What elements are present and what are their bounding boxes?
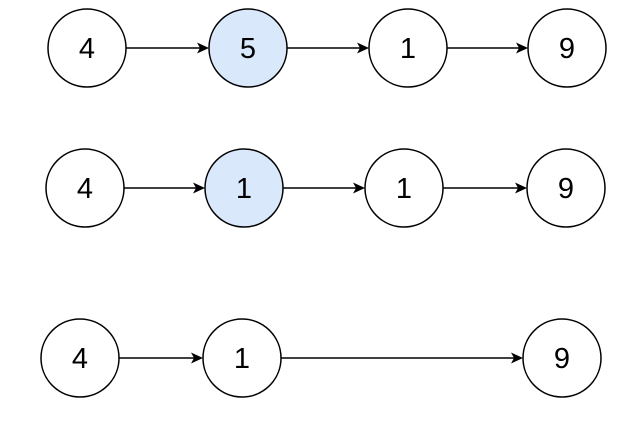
node-circle [202,318,282,398]
node-circle [40,318,120,398]
node-circle [364,148,444,228]
node-circle [527,8,607,88]
node-label: 1 [396,173,412,205]
arrowhead-icon [191,352,203,364]
arrowhead-icon [357,42,369,54]
node-circle [368,8,448,88]
node-label: 4 [79,33,95,65]
node-label: 1 [400,33,416,65]
node-label: 1 [234,343,250,375]
arrowhead-icon [511,352,523,364]
list-node: 9 [527,8,607,88]
list-node: 9 [522,318,602,398]
node-label: 4 [77,173,93,205]
node-circle [47,8,127,88]
node-circle-highlighted [208,8,288,88]
node-label: 9 [559,33,575,65]
node-label: 4 [72,343,88,375]
list-node: 1 [364,148,444,228]
list-node: 4 [40,318,120,398]
node-circle [522,318,602,398]
list-node: 1 [202,318,282,398]
list-node: 9 [526,148,606,228]
arrowhead-icon [353,182,365,194]
list-node: 1 [204,148,284,228]
list-node: 5 [208,8,288,88]
node-circle [526,148,606,228]
node-circle-highlighted [204,148,284,228]
list-row: 4 1 9 [40,318,602,398]
node-label: 1 [236,173,252,205]
list-row: 4 5 1 9 [47,8,607,88]
arrowhead-icon [193,182,205,194]
node-label: 9 [554,343,570,375]
node-circle [45,148,125,228]
list-row: 4 1 1 9 [45,148,606,228]
arrowhead-icon [515,182,527,194]
arrowhead-icon [516,42,528,54]
arrowhead-icon [197,42,209,54]
list-node: 1 [368,8,448,88]
node-label: 5 [240,33,256,65]
list-node: 4 [45,148,125,228]
list-node: 4 [47,8,127,88]
node-label: 9 [558,173,574,205]
